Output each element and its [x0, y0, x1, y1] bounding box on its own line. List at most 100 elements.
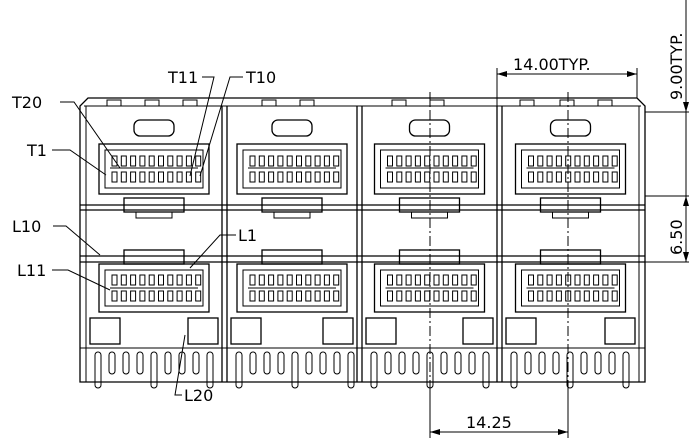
led-block-right: [322, 317, 354, 345]
top-contact: [602, 155, 609, 167]
bottom-contact: [268, 274, 275, 286]
top-contact: [387, 171, 393, 183]
bottom-contact: [120, 274, 127, 286]
dimension-pitch-bottom: [429, 382, 569, 438]
top-contact: [111, 171, 118, 183]
bottom-contact: [452, 290, 459, 302]
bottom-contact: [387, 290, 393, 302]
top-contact: [470, 155, 477, 167]
bottom-contact: [593, 274, 600, 286]
solder-pin: [94, 351, 102, 389]
top-contact: [158, 171, 164, 183]
bottom-contact: [555, 290, 562, 302]
bottom-contact: [546, 274, 553, 286]
bottom-contact: [424, 274, 431, 286]
solder-pin: [122, 351, 130, 375]
top-contact: [258, 155, 265, 167]
top-contact: [277, 155, 284, 167]
top-contact: [461, 171, 468, 183]
bottom-contact: [528, 274, 534, 286]
top-contact: [139, 155, 146, 167]
solder-pin: [622, 351, 630, 389]
top-contact: [583, 171, 590, 183]
bottom-contact: [167, 274, 174, 286]
dimension-pitch-top-label: 14.00TYP.: [513, 55, 591, 74]
bottom-contact: [139, 274, 146, 286]
top-contact: [120, 171, 127, 183]
dimension-pitch-bottom-label: 14.25: [466, 413, 512, 432]
solder-pin: [524, 351, 532, 375]
bottom-contact: [305, 274, 312, 286]
bottom-contact: [396, 274, 403, 286]
bottom-contact: [305, 290, 312, 302]
bottom-contact: [405, 274, 412, 286]
top-contact: [305, 171, 312, 183]
solder-pin: [291, 351, 299, 389]
led-block-right: [187, 317, 219, 345]
led-block-left: [365, 317, 397, 345]
bottom-contact: [249, 274, 256, 286]
bottom-contact: [148, 274, 155, 286]
bottom-contact: [195, 290, 202, 302]
solder-pins: [94, 351, 630, 389]
top-contact: [333, 171, 340, 183]
bottom-contact: [611, 274, 618, 286]
top-contact: [396, 171, 403, 183]
solder-pin: [454, 351, 462, 375]
bottom-contact: [405, 290, 412, 302]
top-contact: [537, 155, 544, 167]
top-contact: [305, 155, 312, 167]
top-contact: [333, 155, 340, 167]
top-contact: [574, 171, 581, 183]
top-contact: [611, 155, 618, 167]
solder-pin: [347, 351, 355, 389]
latch-mid-tab: [273, 211, 311, 219]
bottom-contact: [574, 274, 581, 286]
top-port-cavity: [373, 143, 486, 195]
top-contact: [111, 155, 118, 167]
top-contact: [528, 171, 534, 183]
solder-pin: [370, 351, 378, 389]
solder-pin: [333, 351, 341, 375]
top-contact: [528, 155, 534, 167]
top-contact: [286, 155, 293, 167]
bottom-contact: [333, 274, 340, 286]
top-contact: [296, 155, 302, 167]
bottom-contact: [602, 274, 609, 286]
solder-pin: [150, 351, 158, 389]
bottom-contact: [139, 290, 146, 302]
leader-lines: [52, 76, 243, 396]
bottom-contact: [433, 290, 440, 302]
callout-t10: T10: [245, 68, 276, 87]
callout-t11: T11: [167, 68, 198, 87]
bottom-contact: [158, 290, 164, 302]
latch-mid-tab: [135, 211, 173, 219]
top-contact: [268, 171, 275, 183]
solder-pin: [235, 351, 243, 389]
top-contact: [611, 171, 618, 183]
callout-t20: T20: [11, 93, 42, 112]
bottom-contact: [296, 274, 302, 286]
bottom-contact: [277, 274, 284, 286]
bottom-contact: [461, 290, 468, 302]
bottom-contact: [258, 274, 265, 286]
bottom-contact: [130, 274, 137, 286]
top-contact: [414, 155, 421, 167]
bottom-port-inner: [242, 269, 342, 307]
solder-pin: [566, 351, 574, 389]
top-contact: [167, 171, 174, 183]
solder-pin: [398, 351, 406, 375]
callout-l1: L1: [238, 226, 257, 245]
top-contact: [277, 171, 284, 183]
top-contact: [461, 155, 468, 167]
top-contact: [195, 171, 202, 183]
led-block-right: [604, 317, 636, 345]
latch-window-top: [133, 119, 175, 137]
top-contact: [158, 155, 164, 167]
bottom-contact: [583, 274, 590, 286]
solder-pin: [468, 351, 476, 375]
bottom-contact: [396, 290, 403, 302]
top-contact: [602, 171, 609, 183]
bottom-contact: [537, 274, 544, 286]
